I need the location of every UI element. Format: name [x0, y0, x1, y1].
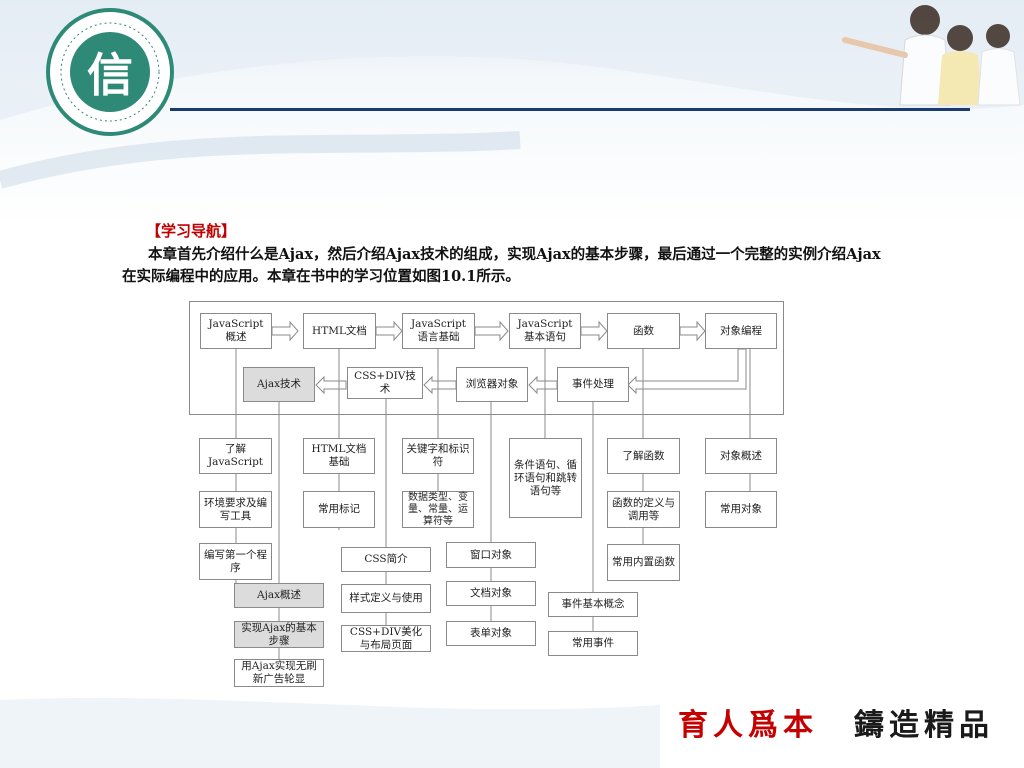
- node-know-func: 了解函数: [607, 438, 680, 474]
- node-cond-loop: 条件语句、循环语句和跳转语句等: [509, 438, 582, 518]
- diagram-frame: [189, 301, 784, 415]
- node-form-obj: 表单对象: [446, 621, 536, 646]
- node-ajax-overview: Ajax概述: [234, 583, 324, 608]
- node-oop: 对象编程: [705, 313, 777, 349]
- section-heading: 【学习导航】: [146, 222, 237, 240]
- node-common-tags: 常用标记: [303, 491, 375, 528]
- node-events: 事件处理: [557, 367, 629, 402]
- slogan-black: 鑄造精品: [854, 708, 994, 743]
- node-know-js: 了解JavaScript: [199, 438, 272, 474]
- node-js-statements: JavaScript基本语句: [509, 313, 581, 349]
- node-func-def: 函数的定义与调用等: [607, 491, 680, 528]
- node-ajax-tech: Ajax技术: [243, 367, 315, 402]
- node-functions: 函数: [607, 313, 680, 349]
- node-css-intro: CSS简介: [341, 547, 431, 572]
- node-first-program: 编写第一个程序: [199, 543, 272, 580]
- node-html-doc: HTML文档: [303, 313, 376, 349]
- node-ajax-ads: 用Ajax实现无刷新广告轮显: [234, 659, 324, 687]
- node-keywords: 关键字和标识符: [402, 438, 474, 474]
- intro-paragraph: 本章首先介绍什么是Ajax，然后介绍Ajax技术的组成，实现Ajax的基本步骤，…: [122, 246, 881, 285]
- node-style-def: 样式定义与使用: [341, 584, 431, 613]
- slogan-red: 育人爲本: [678, 708, 818, 743]
- node-js-overview: JavaScript概述: [200, 313, 272, 349]
- node-doc-obj: 文档对象: [446, 581, 536, 606]
- node-html-basics: HTML文档基础: [303, 438, 375, 474]
- node-ajax-steps: 实现Ajax的基本步骤: [234, 621, 324, 648]
- node-css-div: CSS+DIV技术: [347, 367, 423, 399]
- node-data-types: 数据类型、变量、常量、运算符等: [402, 491, 474, 528]
- node-browser-obj: 浏览器对象: [456, 367, 528, 402]
- logo-glyph: 信: [87, 48, 133, 102]
- node-window-obj: 窗口对象: [446, 542, 536, 568]
- node-event-concept: 事件基本概念: [548, 592, 638, 617]
- node-env-tools: 环境要求及编写工具: [199, 491, 272, 528]
- node-js-basics: JavaScript语言基础: [402, 313, 475, 349]
- node-builtin-func: 常用内置函数: [607, 544, 680, 581]
- node-css-layout: CSS+DIV美化与布局页面: [341, 625, 431, 652]
- node-obj-overview: 对象概述: [705, 438, 777, 474]
- node-common-events: 常用事件: [548, 631, 638, 656]
- node-common-obj: 常用对象: [705, 491, 777, 528]
